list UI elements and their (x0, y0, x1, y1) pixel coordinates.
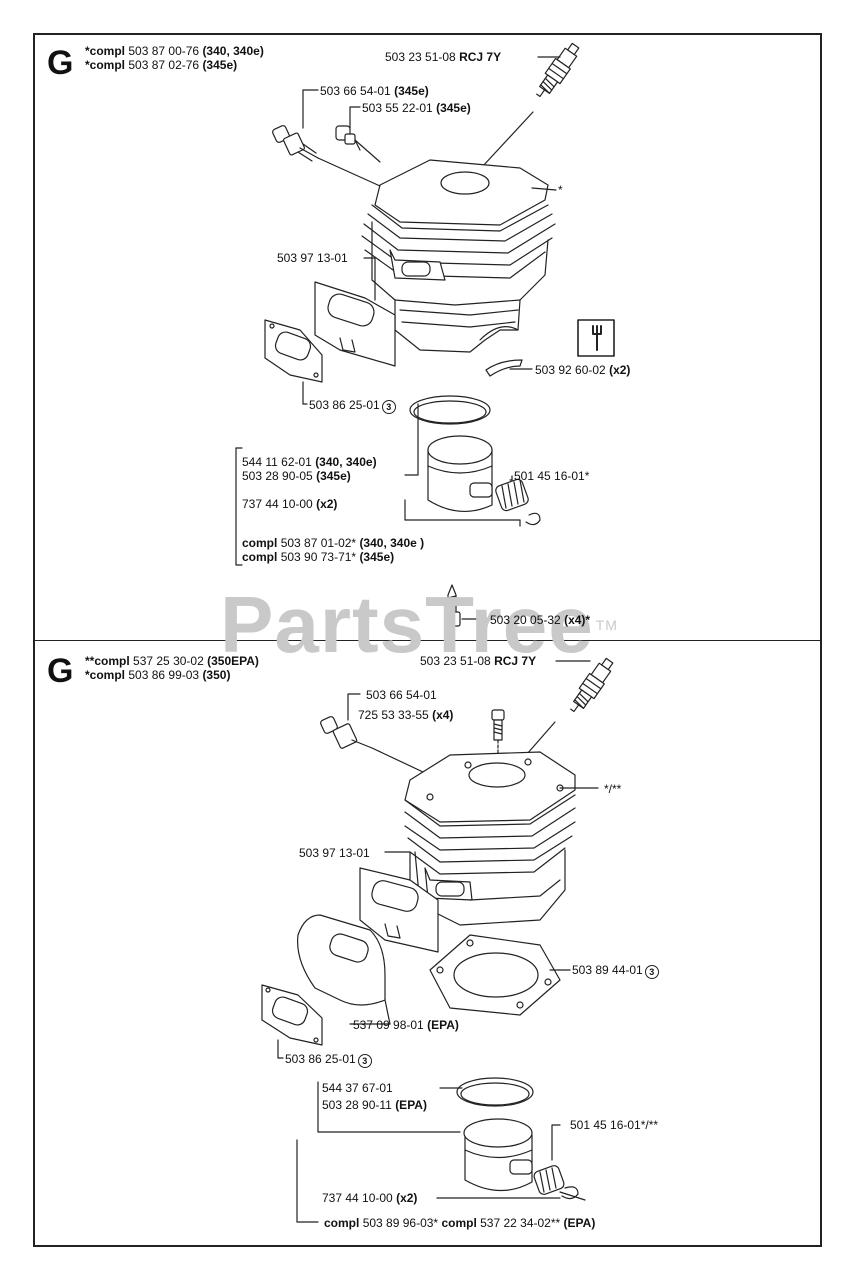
label-circlip-top: 737 44 10-00 (x2) (242, 497, 338, 511)
label-decomp-valve-top: 503 66 54-01 (345e) (320, 84, 429, 98)
label-bearing-bottom: 501 45 16-01*/** (570, 1118, 659, 1132)
label-tool-top: 503 92 60-02 (x2) (535, 363, 631, 377)
label-gasket-plate-top: 503 97 13-01 (277, 251, 348, 265)
piston-top (427, 435, 493, 513)
label-piston-b-top: 503 28 90-05 (345e) (242, 469, 351, 483)
spark-plug-icon-bottom (570, 657, 614, 713)
label-spark-plug-bottom: 503 23 51-08 RCJ 7Y (420, 654, 537, 668)
label-gasket-plate-bottom: 503 97 13-01 (299, 846, 370, 860)
trademark-mark: TM (595, 617, 618, 633)
spark-plug-icon (536, 42, 580, 98)
needle-bearing-top (495, 478, 529, 512)
base-gasket-bottom (429, 934, 561, 1016)
label-circlip-bottom: 737 44 10-00 (x2) (322, 1191, 418, 1205)
muffler-gasket-plate-bottom (359, 867, 439, 953)
screw-top (445, 584, 461, 627)
label-piston-compl-a-top: compl 503 87 01-02* (340, 340e ) (242, 536, 425, 550)
label-piston-compl-b-top: compl 503 90 73-71* (345e) (242, 550, 395, 564)
exhaust-gasket-top (264, 319, 323, 383)
exhaust-gasket-bottom (261, 984, 323, 1046)
wrench-tool-icon (577, 319, 615, 357)
cylinder-screw-bottom (491, 709, 505, 741)
header-line-1-bottom: **compl 537 25 30-02 (350EPA) (85, 654, 259, 668)
label-piston-bottom: 503 28 90-11 (EPA) (322, 1098, 427, 1112)
plug-top (335, 125, 356, 145)
piston-bottom (463, 1118, 533, 1192)
section-letter-bottom: G (47, 652, 74, 690)
watermark-text: PartsTree (220, 580, 594, 669)
label-spark-plug-top: 503 23 51-08 RCJ 7Y (385, 50, 502, 64)
header-line-2-bottom: *compl 503 86 99-03 (350) (85, 668, 231, 682)
label-cylinder-mark-bottom: */** (604, 782, 622, 796)
cylinder-top (361, 159, 556, 353)
label-piston-compl-bottom: compl 503 89 96-03* compl 537 22 34-02**… (324, 1216, 596, 1230)
header-line-1-top: *compl 503 87 00-76 (340, 340e) (85, 44, 264, 58)
decompression-valve-bottom (320, 716, 373, 749)
label-screw-bottom: 725 53 33-55 (x4) (358, 708, 454, 722)
label-piston-a-top: 544 11 62-01 (340, 340e) (242, 455, 377, 469)
needle-bearing-bottom (533, 1165, 565, 1195)
label-cylinder-mark-top: * (558, 183, 563, 197)
label-screw-top: 503 20 05-32 (x4)* (490, 613, 591, 627)
section-divider (33, 640, 822, 641)
label-bearing-top: 501 45 16-01* (514, 469, 590, 483)
heat-shield-bottom (297, 914, 386, 1006)
section-letter-top: G (47, 44, 74, 82)
label-piston-ring-bottom: 544 37 67-01 (322, 1081, 393, 1095)
label-heat-shield-bottom: 537 09 98-01 (EPA) (353, 1018, 459, 1032)
label-decomp-valve-bottom: 503 66 54-01 (366, 688, 437, 702)
muffler-gasket-plate-top (314, 281, 396, 367)
decompression-valve-top (272, 125, 319, 162)
header-line-2-top: *compl 503 87 02-76 (345e) (85, 58, 238, 72)
label-plug-top: 503 55 22-01 (345e) (362, 101, 471, 115)
